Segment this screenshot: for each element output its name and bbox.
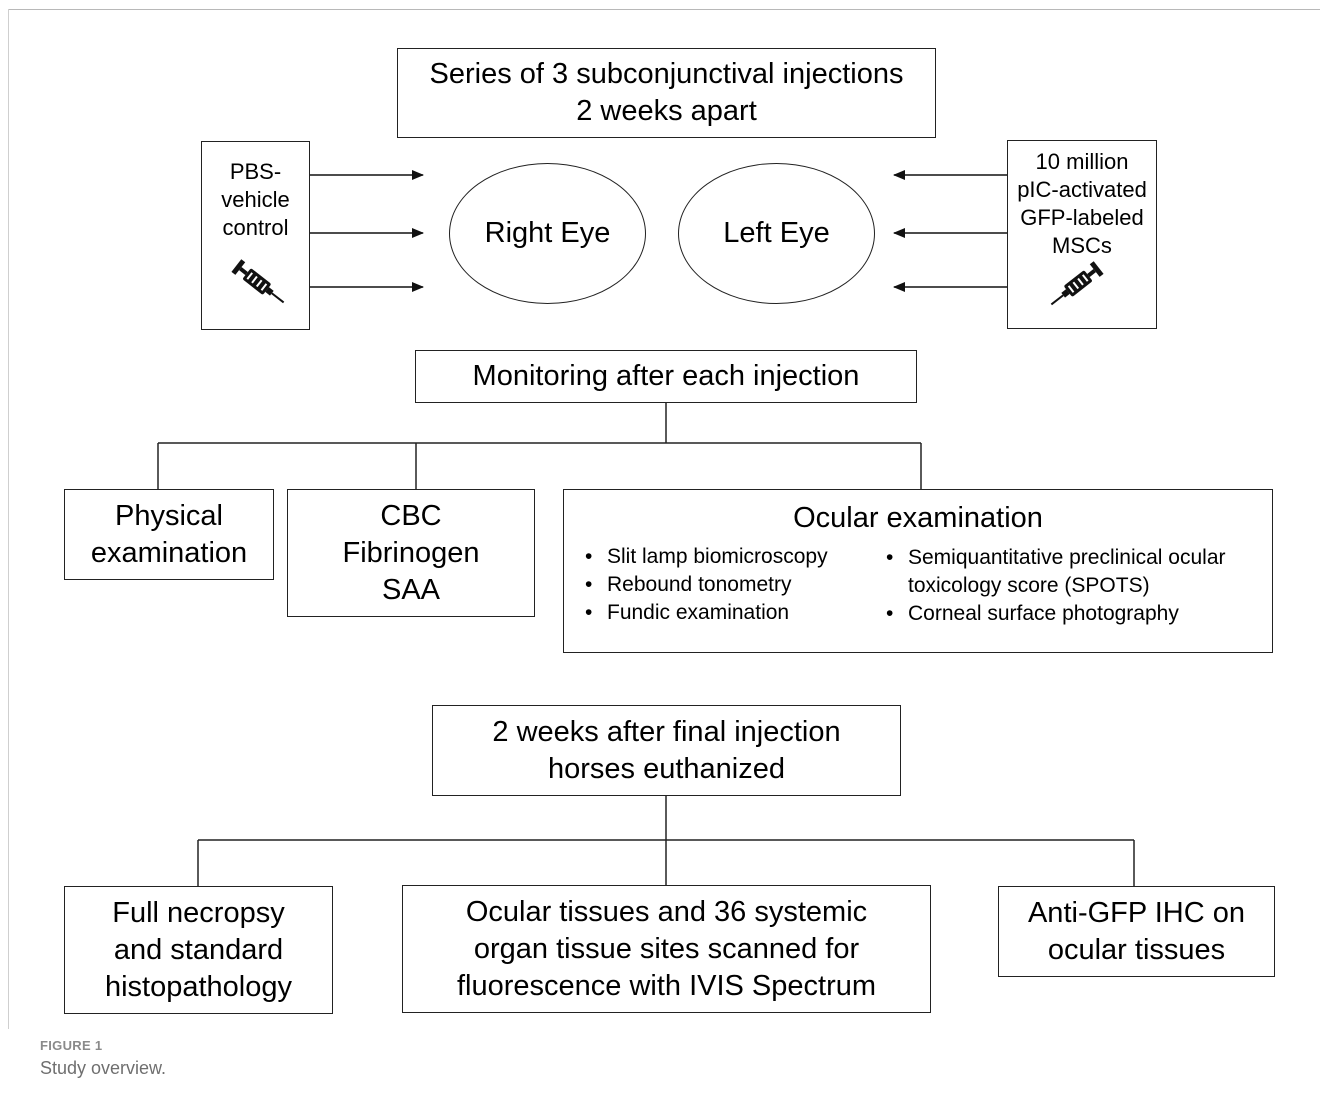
list-item: • Fundic examination	[585, 599, 828, 627]
control-line-3: control	[222, 215, 289, 240]
treatment-line-2: pIC-activated	[1017, 177, 1147, 202]
ocular-title: Ocular examination	[793, 502, 1043, 534]
syringe-icon	[231, 259, 285, 304]
list-item: • Corneal surface photography	[886, 600, 1226, 628]
physical-exam-box: Physical examination	[64, 489, 274, 580]
left-eye-label: Left Eye	[723, 217, 830, 249]
ocular-item-spots-line-2: toxicology score (SPOTS)	[908, 574, 1150, 597]
syringe-icon	[1050, 261, 1104, 306]
treatment-box: 10 million pIC-activated GFP-labeled MSC…	[1007, 140, 1157, 329]
necropsy-box: Full necropsy and standard histopatholog…	[64, 886, 333, 1014]
list-item: • Rebound tonometry	[585, 571, 828, 599]
necropsy-line-3: histopathology	[104, 970, 293, 1003]
ivis-box: Ocular tissues and 36 systemic organ tis…	[402, 885, 931, 1013]
ivis-line-3: fluorescence with IVIS Spectrum	[456, 969, 877, 1002]
injections-line-2: 2 weeks apart	[576, 95, 757, 127]
injections-line-1: Series of 3 subconjunctival injections	[429, 58, 904, 90]
ocular-item-fundic: Fundic examination	[607, 601, 790, 624]
figure-label: FIGURE 1	[40, 1038, 103, 1053]
control-line-2: vehicle	[221, 187, 290, 212]
euthanasia-box: 2 weeks after final injection horses eut…	[432, 705, 901, 796]
treatment-line-4: MSCs	[1052, 233, 1112, 258]
bullet-dot: •	[585, 573, 593, 596]
left-eye: Left Eye	[678, 163, 875, 304]
monitoring-tree	[157, 402, 922, 490]
labs-line-3: SAA	[381, 573, 441, 606]
ocular-item-photography: Corneal surface photography	[908, 602, 1179, 625]
physical-line-2: examination	[90, 536, 248, 569]
euthanasia-line-2: horses euthanized	[548, 752, 785, 785]
figure-top-border	[8, 9, 1320, 10]
lab-tests-box: CBC Fibrinogen SAA	[287, 489, 535, 617]
bullet-dot: •	[886, 602, 894, 625]
bullet-dot: •	[585, 545, 593, 568]
bullet-dot: •	[585, 601, 593, 624]
necropsy-line-2: and standard	[113, 933, 284, 966]
ihc-line-2: ocular tissues	[1047, 933, 1226, 966]
bullet-dot: •	[886, 546, 894, 569]
necropsy-line-1: Full necropsy	[112, 896, 285, 929]
physical-line-1: Physical	[115, 499, 223, 532]
labs-line-2: Fibrinogen	[342, 536, 480, 569]
right-eye-label: Right Eye	[484, 217, 611, 249]
control-box: PBS- vehicle control	[201, 141, 310, 330]
ocular-item-spots-line-1: Semiquantitative preclinical ocular	[908, 546, 1226, 569]
ivis-line-1: Ocular tissues and 36 systemic	[465, 895, 868, 928]
euthanasia-line-1: 2 weeks after final injection	[492, 715, 841, 748]
ocular-exam-box: Ocular examination	[563, 489, 1273, 653]
ocular-left-list: • Slit lamp biomicroscopy • Rebound tonome…	[585, 543, 828, 627]
ihc-line-1: Anti-GFP IHC on	[1027, 896, 1246, 929]
ocular-item-tonometry: Rebound tonometry	[607, 573, 792, 596]
ocular-item-slit-lamp: Slit lamp biomicroscopy	[607, 545, 828, 568]
list-item: • Slit lamp biomicroscopy	[585, 543, 828, 571]
ivis-line-2: organ tissue sites scanned for	[473, 932, 860, 965]
list-item-continuation: toxicology score (SPOTS)	[886, 572, 1226, 600]
euthanasia-tree	[197, 795, 1135, 886]
treatment-line-3: GFP-labeled	[1020, 205, 1144, 230]
figure-caption: Study overview.	[40, 1058, 167, 1078]
ocular-right-list: • Semiquantitative preclinical ocular tox…	[886, 544, 1226, 628]
treatment-line-1: 10 million	[1035, 149, 1129, 174]
figure-left-border	[8, 9, 9, 1029]
ihc-box: Anti-GFP IHC on ocular tissues	[998, 886, 1275, 977]
monitoring-label: Monitoring after each injection	[472, 360, 860, 392]
list-item: • Semiquantitative preclinical ocular	[886, 544, 1226, 572]
monitoring-box: Monitoring after each injection	[415, 350, 917, 403]
control-line-1: PBS-	[229, 159, 282, 184]
right-eye: Right Eye	[449, 163, 646, 304]
labs-line-1: CBC	[380, 499, 442, 532]
injections-box: Series of 3 subconjunctival injections 2…	[397, 48, 936, 138]
